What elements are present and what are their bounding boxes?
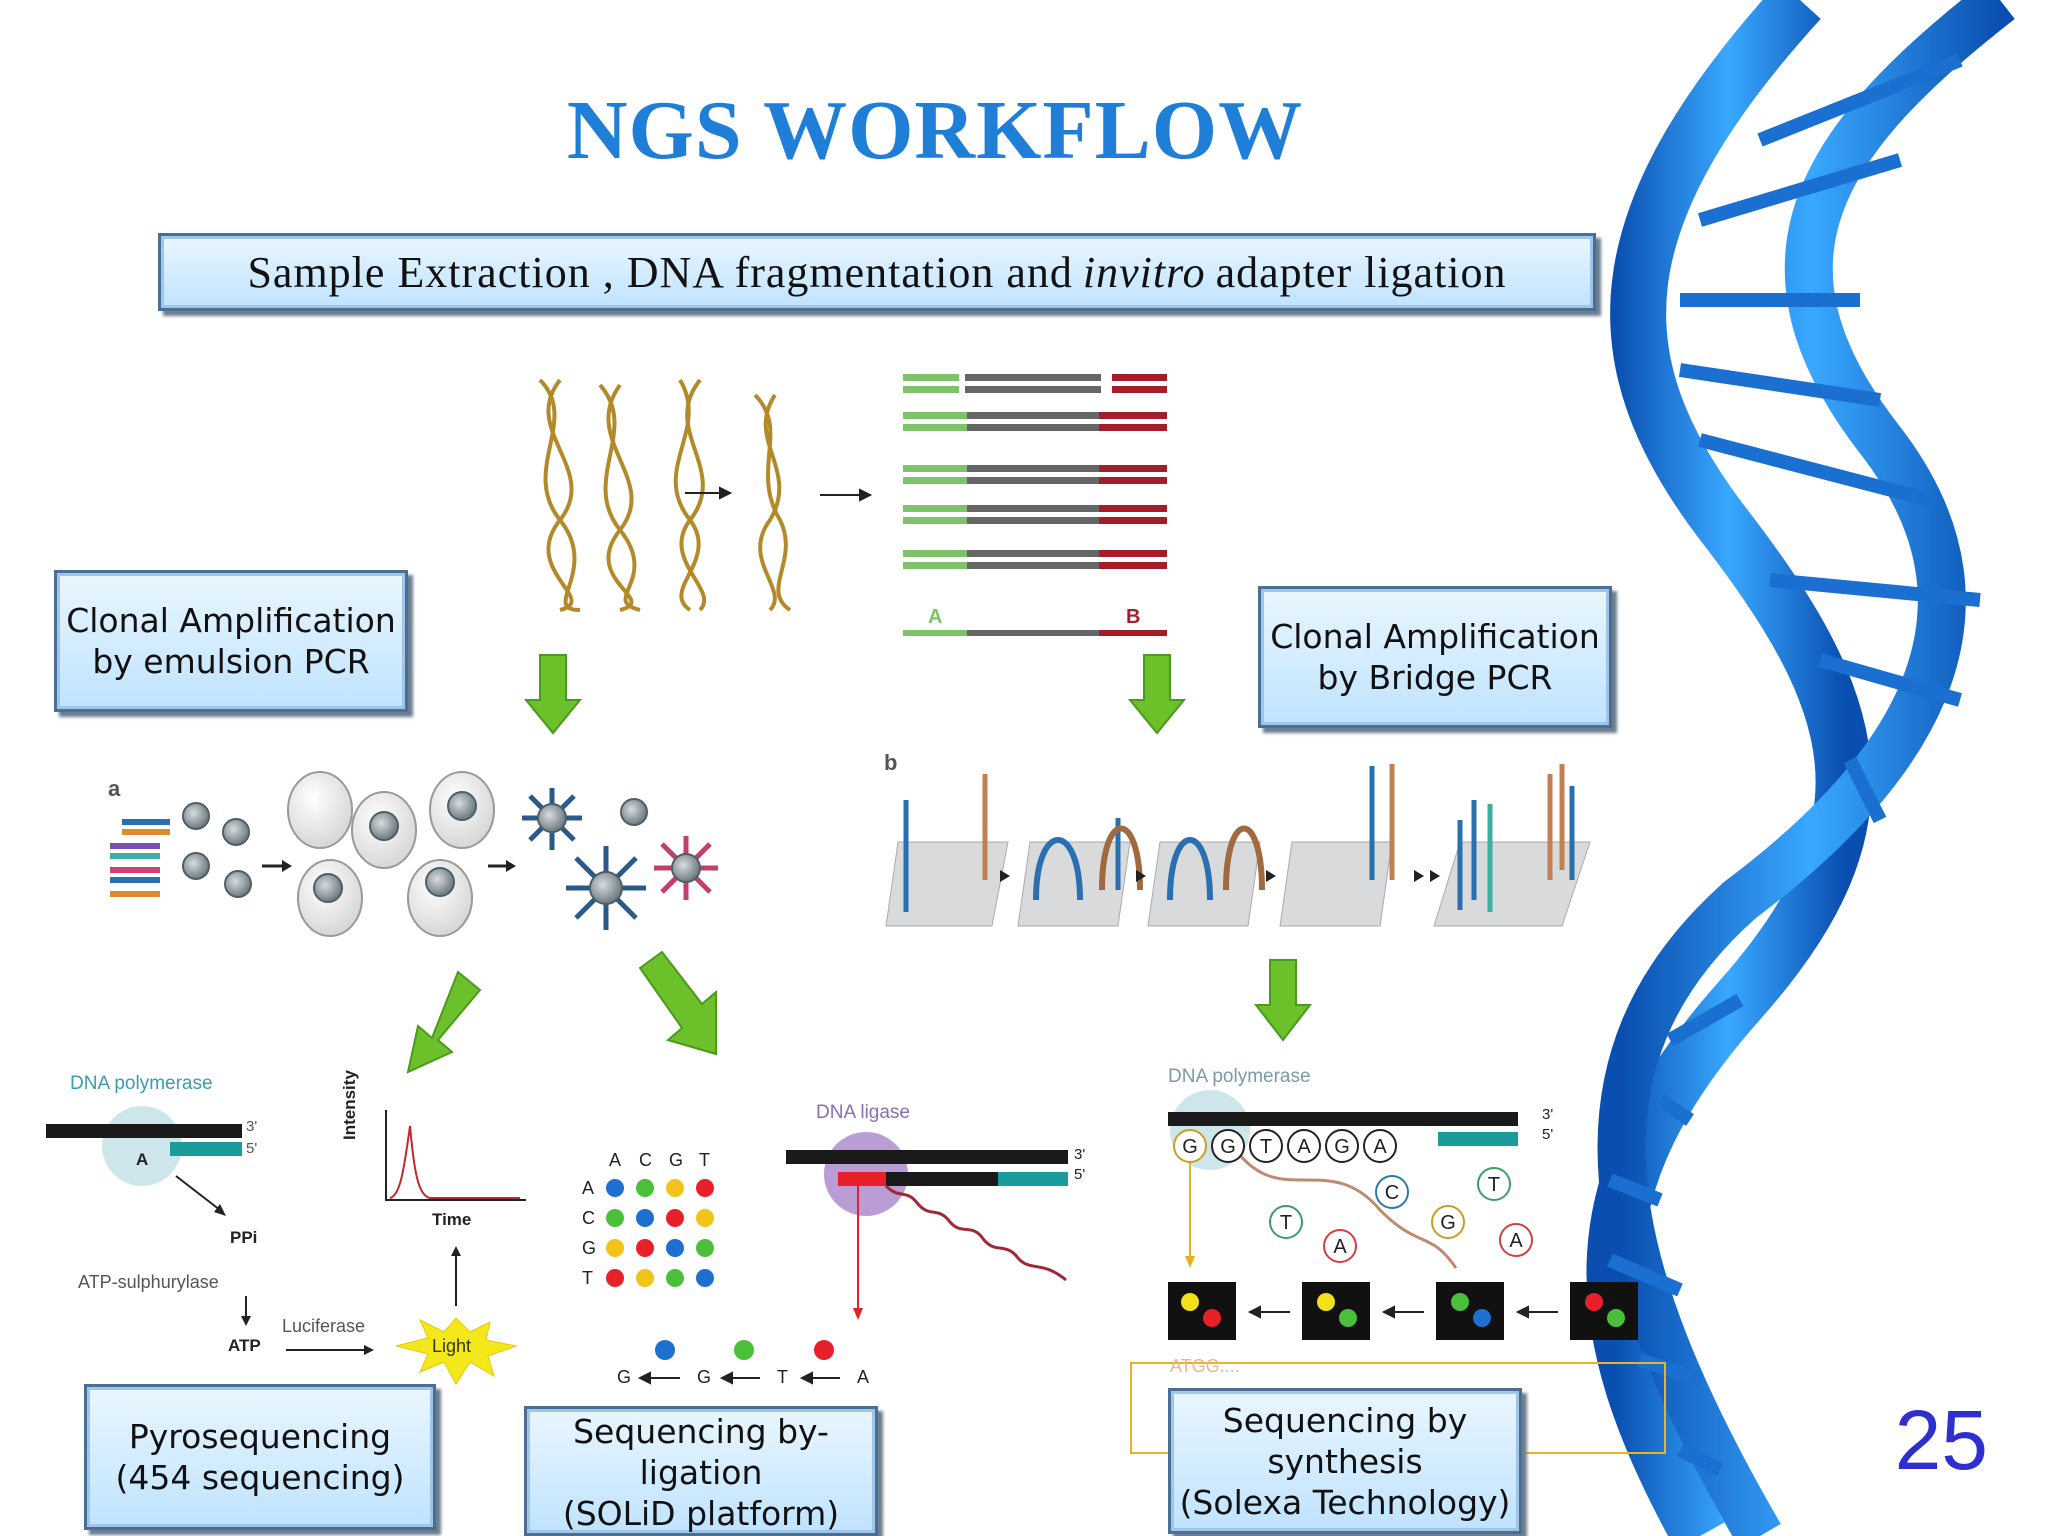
intensity-axis-label: Intensity	[340, 1070, 359, 1140]
emulsion-pcr-graphic: a	[108, 771, 718, 937]
adapter-a-label: A	[928, 606, 942, 628]
dna-helix-graphic	[1586, 0, 2015, 1536]
light-label: Light	[432, 1336, 472, 1356]
atp-label: ATP	[228, 1336, 261, 1355]
strand-base: A	[1373, 1136, 1387, 1158]
fluorescence-tiles	[1168, 1282, 1638, 1340]
top-box-italic: invitro	[1082, 247, 1206, 297]
pyrosequencing-box: Pyrosequencing (454 sequencing)	[84, 1384, 436, 1530]
free-nucleotide-circle	[1477, 1167, 1511, 1201]
matrix-col-header: A	[609, 1150, 622, 1170]
strand-base-circle	[1325, 1129, 1359, 1163]
pyro-base-label: A	[136, 1150, 149, 1169]
pyro-dna-polymerase-label: DNA polymerase	[70, 1073, 213, 1094]
strand-base: T	[1260, 1136, 1272, 1158]
flow-arrows	[406, 654, 1313, 1074]
light-burst	[395, 1317, 518, 1385]
free-nucleotide: A	[1333, 1236, 1347, 1258]
synthesis-box: Sequencing by synthesis (Solexa Technolo…	[1168, 1388, 1522, 1534]
adapter-fragments: A B	[903, 374, 1167, 636]
free-nucleotide: G	[1440, 1212, 1456, 1234]
synthesis-label: Sequencing by synthesis (Solexa Technolo…	[1179, 1400, 1511, 1522]
read-sequence-label: ATGG....	[1170, 1356, 1240, 1376]
synthesis-graphic	[1168, 1090, 1638, 1340]
matrix-row-header: C	[582, 1208, 595, 1228]
lig-3prime-label: 3'	[1074, 1146, 1086, 1163]
ligation-graphic	[606, 1132, 1068, 1385]
dna-ligase-label: DNA ligase	[816, 1102, 910, 1123]
strand-base-circle	[1211, 1129, 1245, 1163]
matrix-col-header: C	[639, 1150, 652, 1170]
color-code-matrix	[606, 1179, 714, 1287]
strand-base: A	[1297, 1136, 1311, 1158]
strand-base-circle	[1363, 1129, 1397, 1163]
top-box-suffix: adapter ligation	[1215, 247, 1507, 297]
matrix-row-header: T	[582, 1268, 593, 1288]
free-nucleotide-circle	[1499, 1223, 1533, 1257]
ligation-box: Sequencing by- ligation (SOLiD platform)	[524, 1406, 878, 1536]
strand-base: G	[1334, 1136, 1350, 1158]
sample-extraction-box: Sample Extraction , DNA fragmentation an…	[158, 233, 1596, 311]
free-nucleotide-circle	[1431, 1205, 1465, 1239]
arrow-down-bridge	[1253, 959, 1313, 1042]
matrix-row-header: A	[582, 1178, 595, 1198]
matrix-col-header: G	[669, 1150, 684, 1170]
arrow-down-right	[1127, 654, 1187, 735]
strand-base: G	[1220, 1136, 1236, 1158]
ppi-label: PPi	[230, 1228, 258, 1247]
pyro-3prime-label: 3'	[246, 1118, 258, 1135]
page-number: 25	[1894, 1393, 1988, 1487]
lig-5prime-label: 5'	[1074, 1166, 1086, 1183]
top-box-prefix: Sample Extraction , DNA fragmentation an…	[247, 247, 1073, 297]
synth-dna-polymerase-label: DNA polymerase	[1168, 1066, 1311, 1087]
adapter-b-label: B	[1126, 606, 1140, 628]
arrow-diag-right	[638, 950, 717, 1056]
emulsion-pcr-box: Clonal Amplification by emulsion PCR	[54, 570, 408, 712]
matrix-col-header: T	[699, 1150, 710, 1170]
strand-base-circle	[1249, 1129, 1283, 1163]
synth-5prime-label: 5'	[1542, 1126, 1554, 1143]
panel-a-label: a	[108, 776, 121, 801]
time-axis-label: Time	[432, 1210, 472, 1229]
free-nucleotide: C	[1385, 1182, 1399, 1204]
bridge-pcr-graphic: b	[884, 750, 1591, 927]
ligation-seq-base: G	[617, 1367, 632, 1387]
free-nucleotide: T	[1488, 1174, 1500, 1196]
free-nucleotide: T	[1280, 1212, 1292, 1234]
strand-base: G	[1182, 1136, 1198, 1158]
free-nucleotide-circle	[1375, 1175, 1409, 1209]
strand-base-circle	[1287, 1129, 1321, 1163]
atp-sulphurylase-label: ATP-sulphurylase	[78, 1272, 219, 1292]
bridge-pcr-box: Clonal Amplification by Bridge PCR	[1258, 586, 1612, 728]
emulsion-pcr-label: Clonal Amplification by emulsion PCR	[66, 601, 396, 681]
bridge-pcr-label: Clonal Amplification by Bridge PCR	[1270, 617, 1600, 697]
tangled-dna-graphic	[538, 378, 792, 612]
matrix-row-header: G	[582, 1238, 597, 1258]
panel-b-label: b	[884, 750, 897, 775]
free-nucleotide-circle	[1323, 1229, 1357, 1263]
ligation-seq-base: G	[697, 1367, 712, 1387]
pyrosequencing-label: Pyrosequencing (454 sequencing)	[115, 1417, 405, 1497]
pyro-5prime-label: 5'	[246, 1140, 258, 1157]
synth-3prime-label: 3'	[1542, 1106, 1554, 1123]
ligation-seq-base: T	[777, 1367, 788, 1387]
ligation-seq-base: A	[857, 1367, 870, 1387]
free-nucleotide-circle	[1269, 1205, 1303, 1239]
pyrosequencing-graphic	[46, 1106, 526, 1385]
ligation-label: Sequencing by- ligation (SOLiD platform)	[562, 1412, 840, 1533]
arrow-down-left	[523, 654, 583, 735]
arrow-diag-left	[406, 970, 482, 1074]
strand-base-circle	[1173, 1129, 1207, 1163]
slide-title: NGS WORKFLOW	[566, 84, 1304, 177]
luciferase-label: Luciferase	[282, 1316, 366, 1336]
free-nucleotide: A	[1509, 1230, 1523, 1252]
